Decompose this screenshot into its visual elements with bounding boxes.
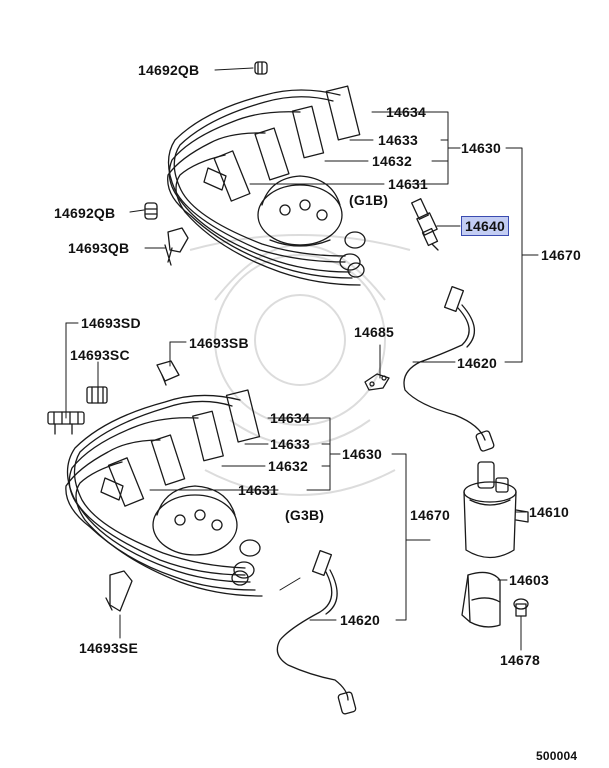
label-14634-lower: 14634 (270, 410, 310, 426)
diagram-number: 500004 (536, 749, 578, 763)
spark-plug (412, 199, 438, 250)
label-14640-highlighted: 14640 (461, 216, 509, 236)
clip-14693sc (87, 387, 107, 403)
clip-14692qb-mid (145, 203, 157, 219)
label-14632-upper: 14632 (372, 153, 412, 169)
label-14692qb-top: 14692QB (138, 62, 200, 78)
label-14630-lower: 14630 (342, 446, 382, 462)
label-14630-upper: 14630 (461, 140, 501, 156)
bolt (514, 599, 528, 616)
label-14634-upper: 14634 (386, 104, 426, 120)
label-14693sd: 14693SD (81, 315, 141, 331)
label-g3b: (G3B) (285, 507, 325, 523)
label-g1b: (G1B) (349, 192, 389, 208)
label-14685: 14685 (354, 324, 394, 340)
label-14678: 14678 (500, 652, 540, 668)
clip-14693se (106, 571, 132, 611)
clip-14693qb (165, 228, 188, 265)
coil-bracket (462, 572, 500, 627)
clip-14693sb (157, 361, 179, 385)
label-14631-lower: 14631 (238, 482, 278, 498)
label-14620-lower: 14620 (340, 612, 380, 628)
label-14633-lower: 14633 (270, 436, 310, 452)
coil-wire-lower (277, 551, 356, 715)
label-14670-upper: 14670 (541, 247, 581, 263)
label-14631-upper: 14631 (388, 176, 428, 192)
label-14620-upper: 14620 (457, 355, 497, 371)
label-14693sb: 14693SB (189, 335, 249, 351)
clip-14685 (365, 374, 389, 390)
label-14603: 14603 (509, 572, 549, 588)
upper-wire-set (168, 86, 365, 285)
ignition-coil (464, 462, 528, 558)
label-14610: 14610 (529, 504, 569, 520)
label-14693se: 14693SE (79, 640, 139, 656)
coil-wire-upper (404, 287, 495, 452)
label-14632-lower: 14632 (268, 458, 308, 474)
clip-14692qb-top (255, 62, 267, 74)
label-14670-lower: 14670 (410, 507, 450, 523)
label-14693sc: 14693SC (70, 347, 130, 363)
label-14692qb-mid: 14692QB (54, 205, 116, 221)
label-14693qb: 14693QB (68, 240, 130, 256)
lower-wire-set (66, 390, 262, 596)
leader-lines (66, 68, 538, 650)
clip-14693sd (48, 412, 84, 434)
label-14633-upper: 14633 (378, 132, 418, 148)
